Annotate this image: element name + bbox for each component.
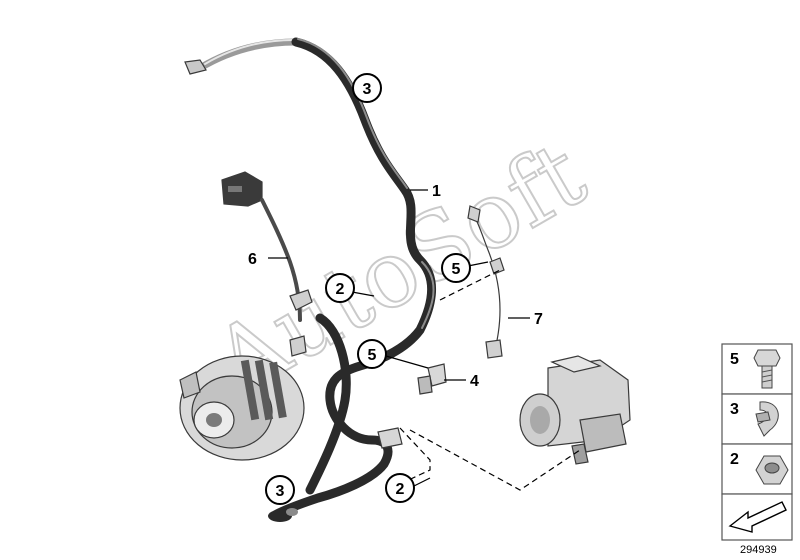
callout-2-upper: 2 (325, 273, 355, 303)
svg-text:3: 3 (363, 81, 372, 98)
connection-lines (399, 269, 581, 491)
hex-nut-icon (755, 455, 789, 485)
svg-text:7: 7 (534, 311, 543, 328)
svg-text:3: 3 (276, 483, 285, 500)
callout-4: 4 (470, 373, 479, 390)
callout-3-lower: 3 (265, 475, 295, 505)
svg-text:3: 3 (730, 401, 739, 418)
leader-lines (268, 189, 530, 487)
bolt-icon (753, 349, 781, 389)
cable-clip-icon (755, 401, 779, 437)
callout-6: 6 (248, 251, 257, 268)
legend-item-clip: 3 (730, 401, 779, 437)
legend: 5 3 2 (721, 343, 793, 541)
svg-text:1: 1 (432, 183, 441, 200)
svg-text:5: 5 (730, 351, 739, 368)
svg-text:2: 2 (730, 451, 739, 468)
svg-text:5: 5 (368, 347, 377, 364)
callout-2-lower: 2 (385, 473, 415, 503)
legend-arrow (728, 501, 787, 533)
svg-text:2: 2 (336, 281, 345, 298)
legend-item-bolt: 5 (730, 349, 781, 389)
svg-text:4: 4 (470, 373, 479, 390)
starter-motor (519, 355, 631, 465)
cable-bracket (467, 205, 505, 359)
alternator-harness (221, 171, 313, 357)
alternator (179, 355, 305, 461)
svg-text:6: 6 (248, 251, 257, 268)
diagram-id: 294939 (740, 544, 777, 556)
callout-5-lower: 5 (357, 339, 387, 369)
callout-1: 1 (432, 183, 441, 200)
callout-3-upper: 3 (352, 73, 382, 103)
callout-5-upper: 5 (441, 253, 471, 283)
callout-7: 7 (534, 311, 543, 328)
arrow-icon (728, 501, 787, 533)
svg-text:2: 2 (396, 481, 405, 498)
svg-text:5: 5 (452, 261, 461, 278)
legend-item-nut: 2 (730, 451, 789, 485)
clip-part (417, 363, 447, 395)
